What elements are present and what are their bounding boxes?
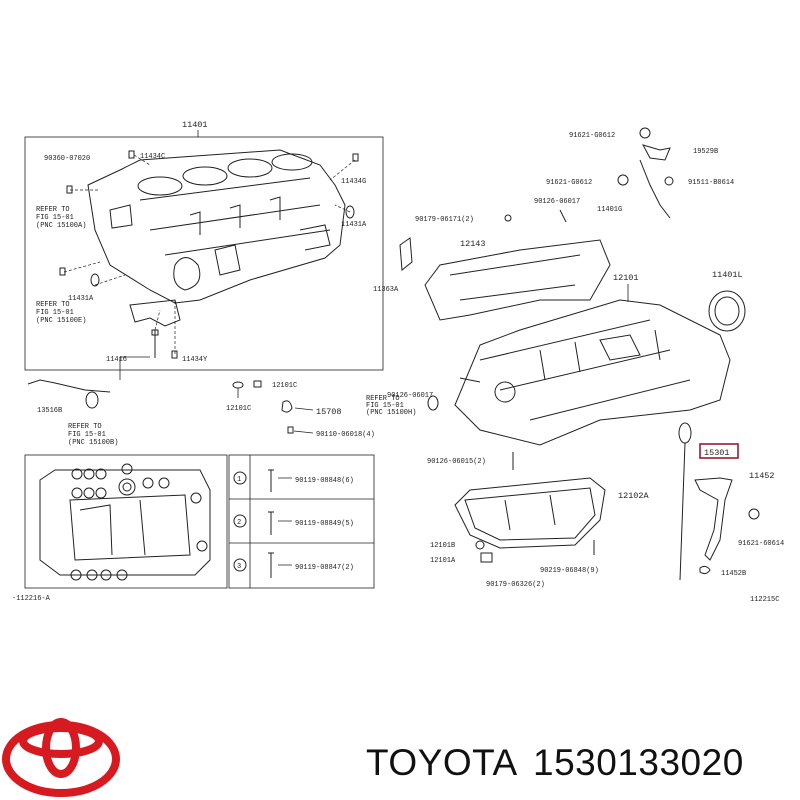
bolt-table: 1 2 3 90119-08848(6) 90119-08849(5) 9011… [228, 454, 375, 589]
refer-note-4-line2: FIG 15-01 [366, 402, 404, 410]
label-91621-G0612-mid: 91621-G0612 [546, 179, 592, 187]
diagram-code-left: -112216-A [12, 595, 51, 603]
dipstick-15301 [678, 422, 692, 581]
label-91621-60614: 91621-60614 [738, 540, 784, 548]
refer-note-3-line2: FIG 15-01 [68, 431, 106, 439]
refer-note-3-line3: (PNC 15100B) [68, 439, 118, 447]
label-11452B: 11452B [721, 570, 746, 578]
label-11401: 11401 [182, 120, 208, 130]
refer-note-2-line1: REFER TO [36, 301, 70, 309]
label-11401L: 11401L [712, 270, 743, 280]
label-12101A: 12101A [430, 557, 456, 565]
label-90360-07020: 90360-07020 [44, 155, 90, 163]
label-15708: 15708 [316, 407, 342, 417]
refer-note-4-line3: (PNC 15100H) [366, 409, 416, 417]
label-91621-G0612-top: 91621-G0612 [569, 132, 615, 140]
label-13516B: 13516B [37, 407, 62, 415]
label-12101B: 12101B [430, 542, 455, 550]
refer-note-1-line1: REFER TO [36, 206, 70, 214]
part-number: 1530133020 [533, 742, 744, 783]
bolt-callout-markers [70, 463, 208, 581]
label-90126-06017-top: 90126-06017 [534, 198, 580, 206]
cylinder-block-frame [24, 136, 384, 371]
bolt-table-part-1: 90119-08848(6) [295, 477, 354, 485]
bolt-table-num-1: 1 [237, 476, 241, 484]
refer-note-2-line3: (PNC 15100E) [36, 317, 86, 325]
label-11434Y: 11434Y [182, 356, 208, 364]
label-12102A: 12102A [618, 491, 650, 501]
refer-note-1-line2: FIG 15-01 [36, 214, 74, 222]
bolt-table-num-3: 3 [237, 563, 241, 571]
refer-note-4-line1: REFER TO [366, 395, 400, 403]
label-11363A: 11363A [373, 286, 399, 294]
highlight-box-15301 [699, 443, 739, 459]
oil-baffle-12143 [424, 239, 611, 321]
label-12101: 12101 [613, 273, 639, 283]
bolt-table-num-2: 2 [237, 519, 241, 527]
label-12101C-top: 12101C [272, 382, 297, 390]
bolt-location-view-frame [24, 454, 228, 589]
bolt-table-part-2: 90119-08849(5) [295, 520, 354, 528]
label-12101C-bottom: 12101C [226, 405, 251, 413]
cylinder-block-drawing [87, 149, 346, 304]
dipstick-guide-11452 [694, 477, 733, 561]
toyota-logo [2, 718, 120, 797]
label-90110-06018: 90110-06018(4) [316, 431, 375, 439]
label-11434G: 11434G [341, 178, 366, 186]
brand-name: TOYOTA [366, 742, 518, 783]
label-90219-06848: 90219-06848(9) [540, 567, 599, 575]
label-90126-06017-mid: 90126-06017 [387, 392, 433, 400]
refer-note-3-line1: REFER TO [68, 423, 102, 431]
label-11431A-right: 11431A [341, 221, 367, 229]
label-90126-06015: 90126-06015(2) [427, 458, 486, 466]
tube-13516B [27, 379, 111, 393]
label-15301: 15301 [704, 448, 730, 458]
label-11431A-left: 11431A [68, 295, 94, 303]
label-19529B: 19529B [693, 148, 718, 156]
refer-note-1-line3: (PNC 15100A) [36, 222, 86, 230]
label-11416: 11416 [106, 356, 127, 364]
label-11452: 11452 [749, 471, 775, 481]
oil-seal-11401L [708, 290, 746, 332]
oil-pan-lower-12102A [454, 477, 606, 549]
bolt-table-part-3: 90119-08847(2) [295, 564, 354, 572]
refer-note-2-line2: FIG 15-01 [36, 309, 74, 317]
label-11401G: 11401G [597, 206, 622, 214]
sensor-15708 [281, 400, 293, 413]
label-90179-06326: 90179-06326(2) [486, 581, 545, 589]
oil-pan-upper-12101 [454, 299, 731, 446]
bolt-location-view [39, 469, 211, 576]
label-11434C: 11434C [140, 153, 165, 161]
diagram-code-right: 112215C [750, 596, 779, 604]
label-91511-B0614: 91511-B0614 [688, 179, 734, 187]
bracket-11363A [399, 237, 413, 271]
label-90179-06171: 90179-06171(2) [415, 216, 474, 224]
label-12143: 12143 [460, 239, 486, 249]
